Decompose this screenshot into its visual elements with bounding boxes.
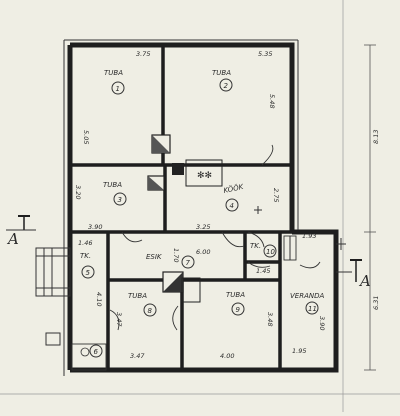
dim-room3-height: 3.20 [74, 185, 82, 199]
dim-esik-height: 1.70 [172, 248, 180, 262]
room-5-number: 5 [86, 269, 91, 277]
dim-veranda-height: 3.90 [318, 316, 326, 330]
room-6-marker [89, 344, 103, 358]
interior-walls [70, 45, 292, 370]
room-8-marker [143, 303, 157, 317]
dim-room2-height: 5.48 [268, 94, 276, 108]
dim-veranda-bottom: 1.95 [292, 347, 306, 355]
room-6-detail [45, 332, 107, 371]
room-8-number: 8 [148, 307, 153, 315]
exterior-walls [63, 39, 339, 376]
section-marker-right: A [336, 259, 371, 290]
dim-room8-width: 3.47 [130, 352, 145, 360]
room-5-marker [81, 265, 95, 279]
dim-room1-width: 3.75 [136, 50, 150, 58]
room-8-name: TUBA [128, 292, 147, 300]
dim-total-height-upper: 8.13 [372, 130, 380, 144]
room-3-name: TUBA [103, 181, 122, 189]
dim-tk5-width: 1.46 [78, 239, 92, 247]
room-11-name: VERANDA [290, 292, 324, 300]
room-3-number: 3 [118, 196, 122, 204]
right-dimension-line [364, 44, 376, 371]
dim-tk10-width: 1.45 [256, 267, 270, 275]
room-4-name: KÖÖK [223, 182, 246, 195]
stove-icons: ✻✻ [147, 134, 223, 303]
section-letter-right: A [358, 272, 371, 290]
veranda-steps [283, 235, 346, 261]
dim-esik-width: 6.00 [196, 248, 210, 256]
room-1-marker [111, 81, 125, 95]
room-10-number: 10 [266, 248, 275, 256]
entrance-steps [35, 247, 71, 297]
room-2-name: TUBA [212, 69, 231, 77]
door-swings [109, 144, 321, 331]
section-letter-left: A [6, 230, 19, 248]
room-4-number: 4 [230, 202, 234, 210]
room-3-marker [113, 192, 127, 206]
room-10-marker [263, 244, 277, 258]
room-6-number: 6 [94, 348, 99, 356]
dim-veranda-width: 1.93 [302, 232, 316, 240]
room-5-name: TK. [80, 252, 91, 260]
registration-cross [254, 206, 262, 214]
dim-room8-height: 3.47 [115, 312, 123, 327]
dim-room9-width: 4.00 [220, 352, 234, 360]
room-11-number: 11 [308, 305, 317, 313]
dim-room4-height: 2.75 [272, 188, 280, 202]
svg-text:✻✻: ✻✻ [197, 171, 212, 181]
room-7-name: ESIK [146, 253, 163, 261]
room-4-marker [225, 198, 239, 212]
room-2-marker [219, 78, 233, 92]
room-1-number: 1 [116, 85, 120, 93]
section-marker-left: A [6, 215, 36, 248]
room-1-name: TUBA [104, 69, 123, 77]
room-2-number: 2 [224, 82, 229, 90]
room-7-number: 7 [186, 259, 191, 267]
dim-room4-width: 3.25 [196, 223, 210, 231]
dim-tk5-height: 4.10 [95, 292, 103, 306]
dim-total-height-lower: 6.31 [372, 296, 380, 310]
room-9-marker [231, 302, 245, 316]
room-9-name: TUBA [226, 291, 245, 299]
room-9-number: 9 [236, 306, 241, 314]
room-11-marker [305, 301, 319, 315]
dim-room2-width: 5.35 [258, 50, 272, 58]
dim-room1-height: 5.05 [82, 130, 90, 144]
room-7-marker [181, 255, 195, 269]
room-10-name: TK. [250, 242, 261, 250]
dim-room3-width: 3.90 [88, 223, 102, 231]
dim-room9-height: 3.48 [266, 312, 274, 326]
